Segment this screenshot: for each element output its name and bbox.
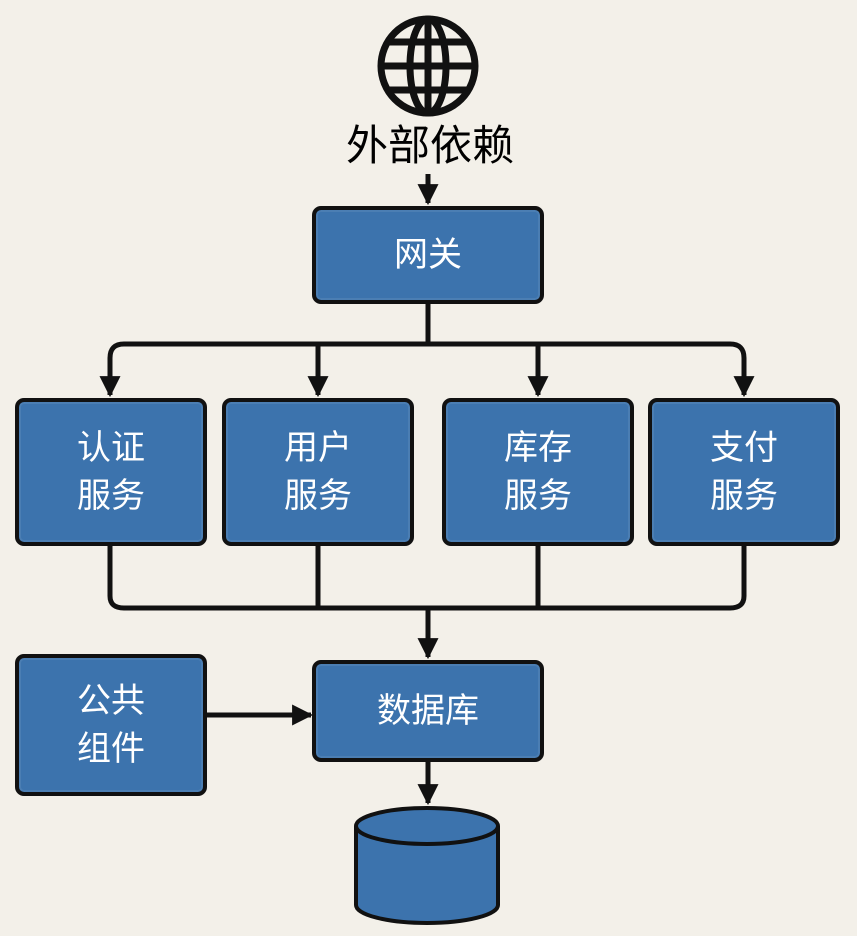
inventory-service-node[interactable]: 库存 服务 [442,398,634,546]
user-service-label-line2: 服务 [284,476,352,516]
common-components-node[interactable]: 公共 组件 [15,654,207,796]
service-merge-lines [107,545,747,611]
payment-service-label-line1: 支付 [710,428,778,468]
payment-service-node[interactable]: 支付 服务 [648,398,840,546]
database-label: 数据库 [377,691,479,731]
database-node[interactable]: 数据库 [312,660,544,762]
gateway-branches [107,302,747,394]
common-components-label-line2: 组件 [77,729,145,769]
user-service-label-line1: 用户 [284,428,352,468]
database-cylinder-icon [354,806,500,925]
auth-service-label-line1: 认证 [77,428,145,468]
auth-service-node[interactable]: 认证 服务 [15,398,207,546]
external-dependency-label: 外部依赖 [345,121,514,170]
inventory-service-label-line1: 库存 [504,428,572,468]
user-service-node[interactable]: 用户 服务 [222,398,414,546]
gateway-node[interactable]: 网关 [312,206,544,304]
globe-icon [377,15,479,117]
payment-service-label-line2: 服务 [710,476,778,516]
gateway-label: 网关 [394,235,462,275]
common-components-label-line1: 公共 [77,681,145,721]
auth-service-label-line2: 服务 [77,476,145,516]
inventory-service-label-line2: 服务 [504,476,572,516]
